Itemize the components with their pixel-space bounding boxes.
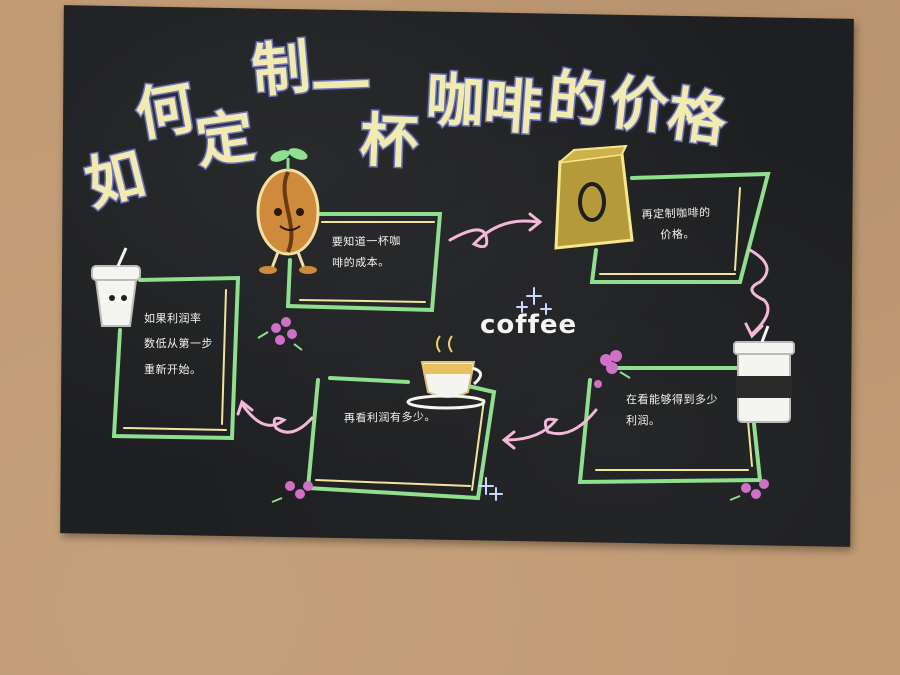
coffee-bean-character-icon [256,148,320,274]
note-line: 数低从第一步 [144,337,213,351]
note-frame-4 [305,376,497,501]
sparkle-icon [478,287,552,501]
note-step-1: 要知道一杯咖 啡的成本。 [332,231,402,274]
note-frame-2 [589,171,771,284]
teacup-icon [406,335,486,410]
flow-arrows [236,212,770,450]
note-frame-5 [111,275,241,441]
note-step-5: 如果利润率 数低从第一步 重新开始。 [144,306,213,382]
note-step-2: 再定制咖啡的 价格。 [641,203,711,247]
note-line: 价格。 [660,227,696,242]
note-frame-1 [285,212,443,313]
coffee-bag-icon [554,144,634,250]
note-step-3: 在看能够得到多少 利润。 [626,390,718,432]
leaf-decoration-icon [257,331,741,503]
note-step-4: 再看利润有多少。 [344,407,436,429]
note-line: 再看利润有多少。 [343,410,437,425]
note-line: 重新开始。 [144,362,202,376]
arrow-4-to-5 [240,402,314,434]
takeaway-cup-icon [91,247,141,327]
arrow-3-to-4 [504,408,598,442]
arrow-1-to-2 [448,219,540,249]
coffee-cup-icon [733,325,795,423]
note-line: 在看能够得到多少 [626,393,718,406]
flower-decoration-icon [271,317,769,499]
note-line: 再定制咖啡的 [641,205,711,222]
note-line: 要知道一杯咖 [331,234,401,249]
arrow-2-to-3 [748,248,770,336]
note-line: 利润。 [626,413,661,427]
note-line: 啡的成本。 [332,255,390,270]
note-line: 如果利润率 [144,312,202,325]
coffee-word: coffee [480,310,578,340]
